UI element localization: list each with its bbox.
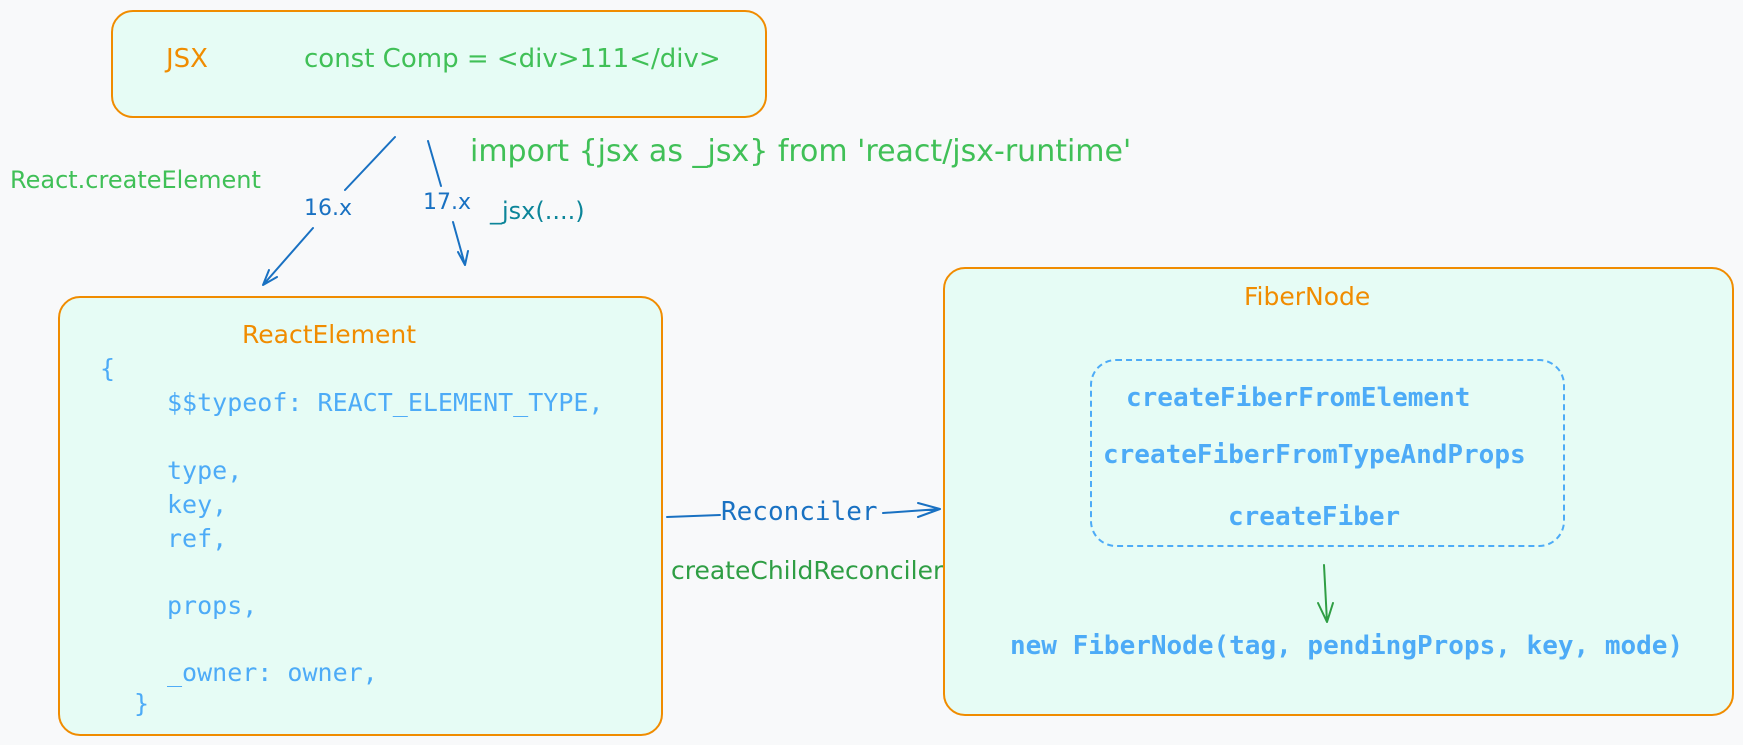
jsx-runtime-import-label: import {jsx as _jsx} from 'react/jsx-run… [470,134,1132,169]
code-typeof-line: $$typeof: REACT_ELEMENT_TYPE, [167,388,604,417]
jsx-code: const Comp = <div>111</div> [304,44,721,74]
fiber-node-box [943,267,1734,716]
code-key-line: key, [167,490,228,519]
jsx-label: JSX [166,44,208,74]
code-open-brace: { [100,354,116,383]
create-fiber: createFiber [1228,502,1401,532]
react-create-element-label: React.createElement [10,166,261,194]
code-ref-line: ref, [167,524,228,553]
fiber-create-functions-group [1090,359,1565,547]
fiber-node-title: FiberNode [1244,282,1371,311]
jsx-call-label: _jsx(....) [490,197,585,225]
version-17-label: 17.x [423,190,472,215]
jsx-box [111,10,767,118]
version-16-label: 16.x [304,196,353,221]
create-fiber-from-type-and-props: createFiberFromTypeAndProps [1103,440,1526,470]
react-element-title: ReactElement [242,320,416,349]
code-props-line: props, [167,591,258,620]
create-fiber-from-element: createFiberFromElement [1126,383,1471,413]
reconciler-label: Reconciler [721,497,878,527]
fiber-node-constructor: new FiberNode(tag, pendingProps, key, mo… [1010,631,1684,661]
arrow-reconciler-to-fiber-node [666,502,941,518]
code-owner-line: _owner: owner, [167,658,378,687]
create-child-reconciler-label: createChildReconciler [671,556,944,585]
code-type-line: type, [167,456,243,485]
arrow-create-fiber-to-constructor [1317,564,1334,623]
code-close-brace: } [134,689,150,718]
react-element-box [58,296,663,736]
arrow-17x-to-react-element [427,140,469,266]
arrow-16x-to-react-element [262,136,396,286]
